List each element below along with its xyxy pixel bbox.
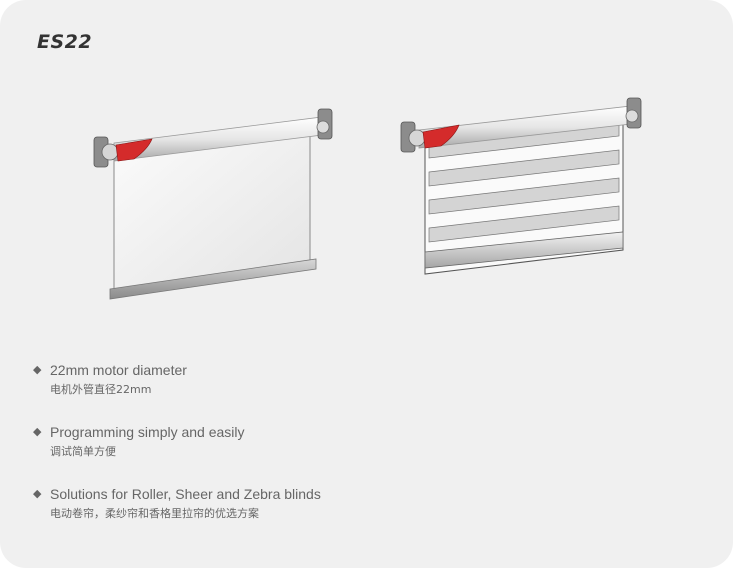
feature-text-en: Programming simply and easily	[50, 424, 245, 440]
feature-text-zh: 电动卷帘，柔纱帘和香格里拉帘的优选方案	[50, 507, 259, 520]
diamond-bullet-icon: ◆	[33, 426, 42, 438]
product-title: ES22	[37, 31, 93, 53]
zebra-blind-illustration	[400, 97, 642, 275]
feature-text-en: Solutions for Roller, Sheer and Zebra bl…	[50, 486, 321, 502]
feature-text-zh: 电机外管直径22mm	[50, 383, 152, 396]
diamond-bullet-icon: ◆	[33, 364, 42, 376]
feature-text-en: 22mm motor diameter	[50, 362, 187, 378]
diamond-bullet-icon: ◆	[33, 488, 42, 500]
feature-text-zh: 调试简单方便	[50, 445, 116, 458]
roller-blind-illustration	[93, 108, 333, 300]
